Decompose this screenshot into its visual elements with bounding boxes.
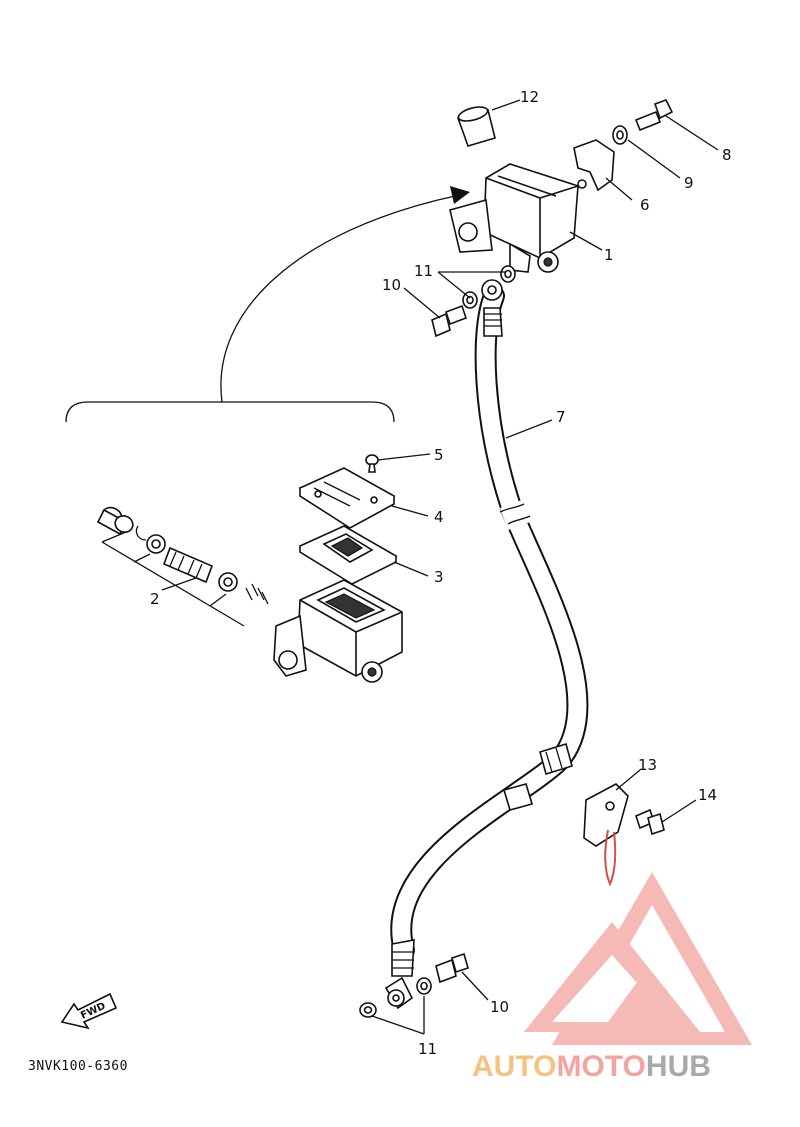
part-4-cover bbox=[298, 467, 396, 529]
callout-10-upper: 10 bbox=[382, 276, 401, 294]
callout-11-upper: 11 bbox=[414, 262, 433, 280]
part-13-hose-guide bbox=[583, 783, 629, 887]
callout-6: 6 bbox=[640, 196, 650, 214]
part-10-union-bolt-lower bbox=[435, 952, 469, 984]
part-1-master-cylinder bbox=[449, 163, 579, 273]
part-9-washer bbox=[612, 125, 628, 145]
callout-10-lower: 10 bbox=[490, 998, 509, 1016]
diagram-code: 3NVK100-6360 bbox=[28, 1059, 128, 1074]
callout-14: 14 bbox=[698, 786, 717, 804]
watermark-part1: AUTO bbox=[472, 1050, 556, 1083]
callout-3: 3 bbox=[434, 568, 444, 586]
part-11-washers-upper bbox=[462, 265, 516, 309]
part-10-union-bolt-upper bbox=[431, 304, 468, 338]
part-11-washers-lower bbox=[359, 977, 432, 1018]
watermark-text: AUTOMOTOHUB bbox=[472, 1050, 711, 1083]
callout-11-lower: 11 bbox=[418, 1040, 437, 1058]
fwd-arrow: FWD bbox=[60, 992, 118, 1030]
callout-1: 1 bbox=[604, 246, 614, 264]
callout-7: 7 bbox=[556, 408, 566, 426]
master-cylinder-body bbox=[273, 579, 403, 683]
part-7-brake-hose bbox=[384, 279, 589, 1010]
part-6-holder bbox=[573, 139, 615, 192]
watermark-part3: HUB bbox=[646, 1050, 711, 1083]
part-5-screw bbox=[365, 454, 379, 473]
callout-13: 13 bbox=[638, 756, 657, 774]
callout-9: 9 bbox=[684, 174, 694, 192]
callout-12: 12 bbox=[520, 88, 539, 106]
leader-lines bbox=[101, 99, 719, 1035]
part-2-piston-kit bbox=[96, 506, 269, 605]
callout-4: 4 bbox=[434, 508, 444, 526]
watermark-part2: MOTO bbox=[556, 1050, 645, 1083]
part-3-diaphragm bbox=[298, 525, 398, 585]
callout-2: 2 bbox=[150, 590, 160, 608]
callout-5: 5 bbox=[434, 446, 444, 464]
part-14-bolt bbox=[635, 808, 665, 836]
part-12-cap bbox=[456, 106, 496, 147]
watermark-logo bbox=[524, 872, 752, 1045]
callout-8: 8 bbox=[722, 146, 732, 164]
part-8-bolt bbox=[634, 99, 674, 132]
exploded-view-bracket bbox=[65, 401, 395, 423]
assembly-arrow bbox=[220, 186, 470, 403]
